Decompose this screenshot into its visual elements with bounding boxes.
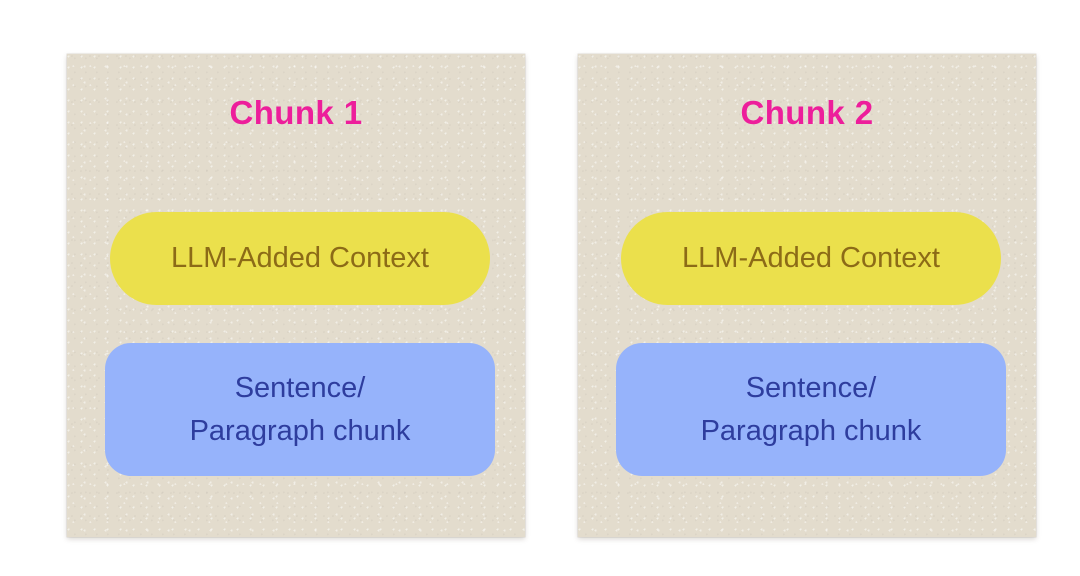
chunk-panel-2-llm-added-context-label: LLM-Added Context bbox=[682, 241, 940, 274]
chunk-panel-2-sentence-paragraph-label: Sentence/ Paragraph chunk bbox=[701, 367, 922, 451]
chunk-panel-1-llm-added-context-label: LLM-Added Context bbox=[171, 241, 429, 274]
chunk-panel-2-llm-added-context-pill: LLM-Added Context bbox=[621, 212, 1001, 305]
chunk-panel-1-sentence-paragraph-line-1: Sentence/ bbox=[234, 372, 366, 405]
chunk-panel-2: Chunk 2 LLM-Added Context Sentence/ Para… bbox=[578, 54, 1036, 537]
chunk-panel-2-sentence-paragraph-line-2: Paragraph chunk bbox=[700, 414, 922, 447]
chunk-panel-1: Chunk 1 LLM-Added Context Sentence/ Para… bbox=[67, 54, 525, 537]
chunk-panel-1-sentence-paragraph-box: Sentence/ Paragraph chunk bbox=[105, 343, 495, 476]
chunk-panel-1-llm-added-context-pill: LLM-Added Context bbox=[110, 212, 490, 305]
chunk-panel-1-title: Chunk 1 bbox=[229, 94, 363, 131]
chunk-panel-1-sentence-paragraph-line-2: Paragraph chunk bbox=[189, 414, 411, 447]
chunk-panel-2-sentence-paragraph-line-1: Sentence/ bbox=[745, 372, 877, 405]
chunk-panel-2-sentence-paragraph-box: Sentence/ Paragraph chunk bbox=[616, 343, 1006, 476]
chunk-panel-1-sentence-paragraph-label: Sentence/ Paragraph chunk bbox=[190, 367, 411, 451]
chunk-panel-2-title: Chunk 2 bbox=[740, 94, 874, 131]
